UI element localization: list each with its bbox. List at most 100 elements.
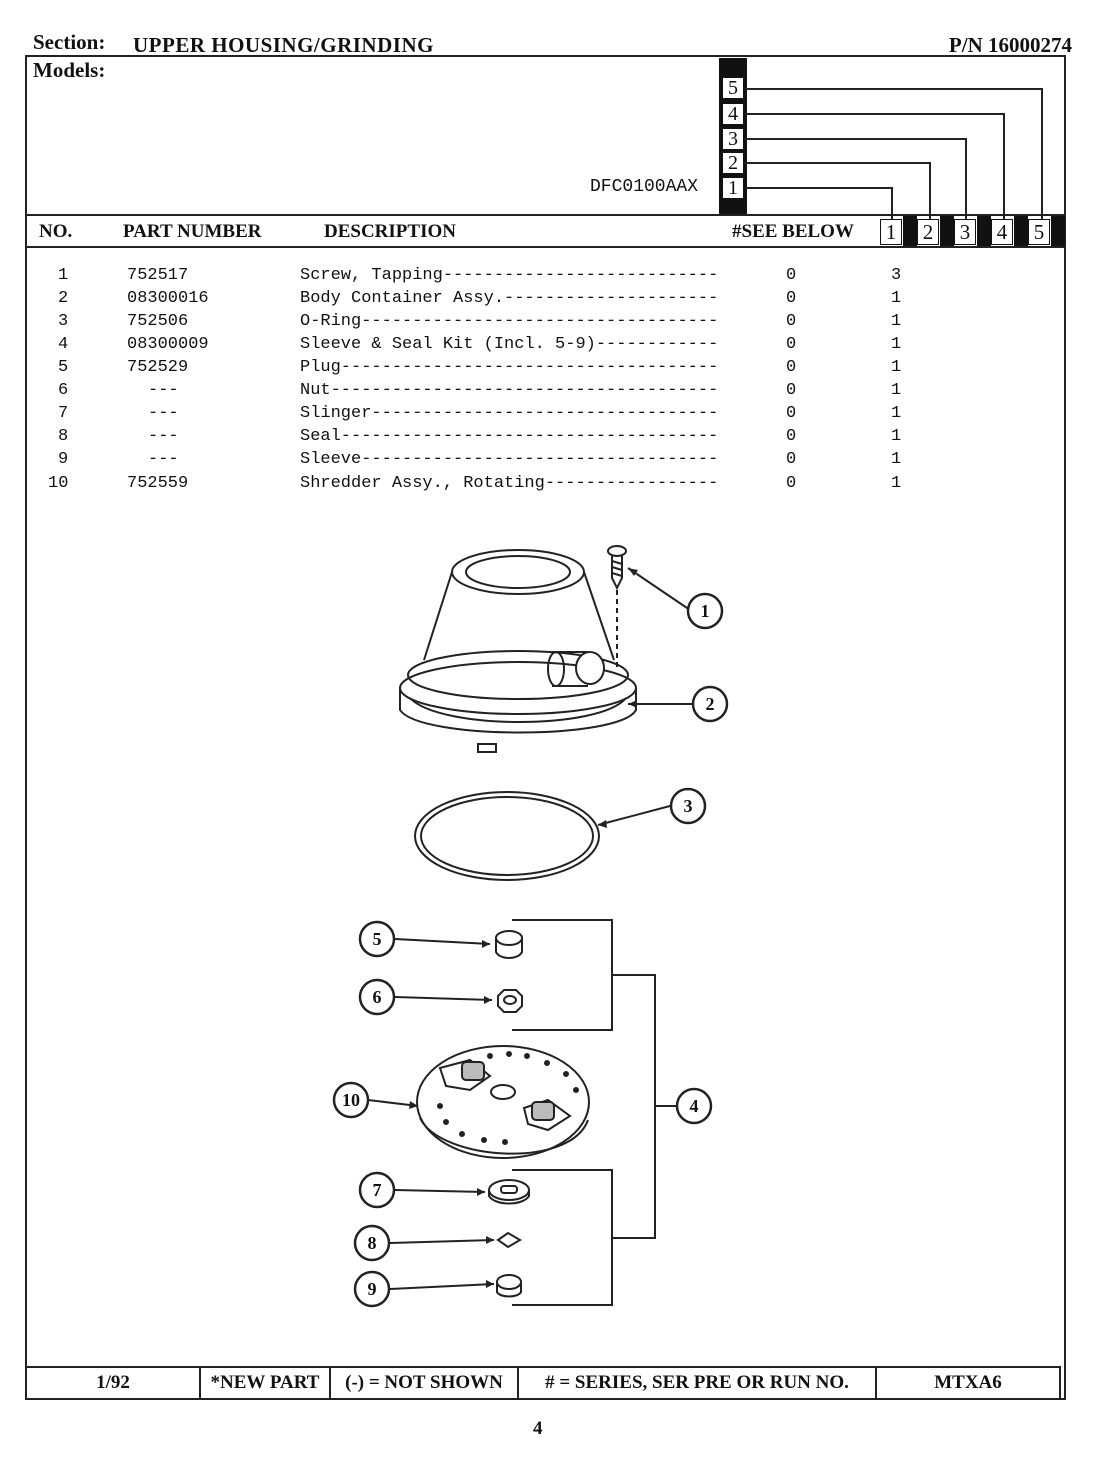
- part-no: 8: [58, 427, 69, 446]
- document-part-number: P/N 16000274: [948, 33, 1072, 57]
- series-box-4: 4: [991, 219, 1013, 245]
- series-separator: [977, 216, 991, 247]
- series-box-5: 5: [1028, 219, 1050, 245]
- part-number: ---: [148, 381, 179, 400]
- part-description: O-Ring----------------------------------…: [300, 312, 719, 331]
- table-row: 4 08300009 Sleeve & Seal Kit (Incl. 5-9)…: [0, 335, 1000, 358]
- part-no: 6: [58, 381, 69, 400]
- model-box-3: 3: [722, 128, 744, 150]
- series-box-3: 3: [954, 219, 976, 245]
- part-number: 08300009: [127, 335, 209, 354]
- column-header-description: DESCRIPTION: [324, 221, 456, 242]
- callout-10-label: 10: [342, 1090, 360, 1110]
- seal-illustration: [496, 1231, 522, 1249]
- series-separator: [1014, 216, 1028, 247]
- part-number: 752506: [127, 312, 189, 331]
- part-quantity: 1: [891, 450, 902, 469]
- section-label: Section:: [33, 30, 106, 54]
- table-row: 10 752559 Shredder Assy., Rotating------…: [0, 474, 1000, 497]
- part-see-below: 0: [786, 358, 797, 377]
- part-description: Seal------------------------------------…: [300, 427, 719, 446]
- o-ring-illustration: [414, 791, 600, 881]
- part-number: 752517: [127, 266, 189, 285]
- part-number: ---: [148, 450, 179, 469]
- callout-7-circle: [358, 1171, 396, 1209]
- part-see-below: 0: [786, 381, 797, 400]
- footer-code: MTXA6: [934, 1372, 1002, 1393]
- callout-1-label: 1: [701, 601, 710, 621]
- model-box-2: 2: [722, 152, 744, 174]
- part-see-below: 0: [786, 289, 797, 308]
- section-title: UPPER HOUSING/GRINDING: [133, 33, 434, 57]
- callout-2-circle: [691, 685, 729, 723]
- callout-9-label: 9: [368, 1279, 377, 1299]
- callout-8-circle: [353, 1224, 391, 1262]
- plug-illustration: [495, 930, 523, 959]
- model-connector-lines: [745, 88, 1043, 219]
- part-description: Screw, Tapping--------------------------…: [300, 266, 719, 285]
- callout-10-circle: [332, 1081, 370, 1119]
- models-label: Models:: [33, 58, 106, 82]
- part-description: Body Container Assy.--------------------…: [300, 289, 719, 308]
- table-row: 3 752506 O-Ring-------------------------…: [0, 312, 1000, 335]
- part-number: 752559: [127, 474, 189, 493]
- header-divider: [25, 246, 1066, 248]
- series-separator: [940, 216, 954, 247]
- part-quantity: 1: [891, 474, 902, 493]
- part-description: Shredder Assy., Rotating----------------…: [300, 474, 719, 493]
- part-no: 3: [58, 312, 69, 331]
- part-quantity: 1: [891, 335, 902, 354]
- part-description: Sleeve----------------------------------…: [300, 450, 719, 469]
- callout-6-label: 6: [373, 987, 382, 1007]
- part-number: ---: [148, 404, 179, 423]
- part-no: 1: [58, 266, 69, 285]
- legend-footer: 1/92 *NEW PART (-) = NOT SHOWN # = SERIE…: [25, 1366, 1061, 1400]
- part-quantity: 3: [891, 266, 902, 285]
- column-header-see-below: #SEE BELOW: [732, 221, 854, 242]
- callout-5-circle: [358, 920, 396, 958]
- callout-7-label: 7: [373, 1180, 382, 1200]
- part-quantity: 1: [891, 312, 902, 331]
- nut-illustration: [497, 989, 523, 1013]
- table-row: 1 752517 Screw, Tapping-----------------…: [0, 266, 1000, 289]
- part-no: 10: [48, 474, 69, 493]
- callout-2-label: 2: [706, 694, 715, 714]
- part-description: Sleeve & Seal Kit (Incl. 5-9)-----------…: [300, 335, 719, 354]
- part-no: 4: [58, 335, 69, 354]
- part-no: 7: [58, 404, 69, 423]
- part-description: Slinger---------------------------------…: [300, 404, 719, 423]
- part-quantity: 1: [891, 381, 902, 400]
- part-description: Plug------------------------------------…: [300, 358, 719, 377]
- footer-date: 1/92: [27, 1368, 201, 1398]
- model-name: DFC0100AAX: [590, 177, 699, 197]
- part-description: Nut-------------------------------------…: [300, 381, 719, 400]
- callout-4-label: 4: [690, 1096, 699, 1116]
- column-header-no: NO.: [39, 221, 73, 242]
- table-row: 9 --- Sleeve----------------------------…: [0, 450, 1000, 473]
- callout-3-label: 3: [684, 796, 693, 816]
- part-see-below: 0: [786, 335, 797, 354]
- table-row: 8 --- Seal------------------------------…: [0, 427, 1000, 450]
- table-row: 7 --- Slinger---------------------------…: [0, 404, 1000, 427]
- callout-9-circle: [353, 1270, 391, 1308]
- footer-new-part: *NEW PART: [201, 1368, 331, 1398]
- part-see-below: 0: [786, 474, 797, 493]
- slinger-illustration: [488, 1179, 530, 1205]
- footer-not-shown: (-) = NOT SHOWN: [331, 1368, 519, 1398]
- part-see-below: 0: [786, 404, 797, 423]
- part-see-below: 0: [786, 427, 797, 446]
- part-no: 2: [58, 289, 69, 308]
- part-see-below: 0: [786, 312, 797, 331]
- table-row: 6 --- Nut-------------------------------…: [0, 381, 1000, 404]
- model-box-4: 4: [722, 103, 744, 125]
- part-quantity: 1: [891, 427, 902, 446]
- callout-1-circle: [686, 592, 724, 630]
- callout-4-circle: [675, 1087, 713, 1125]
- part-no: 9: [58, 450, 69, 469]
- body-container-illustration: [399, 549, 637, 753]
- part-number: 08300016: [127, 289, 209, 308]
- series-box-2: 2: [917, 219, 939, 245]
- part-number: 752529: [127, 358, 189, 377]
- callout-8-label: 8: [368, 1233, 377, 1253]
- screw-illustration: [607, 545, 627, 670]
